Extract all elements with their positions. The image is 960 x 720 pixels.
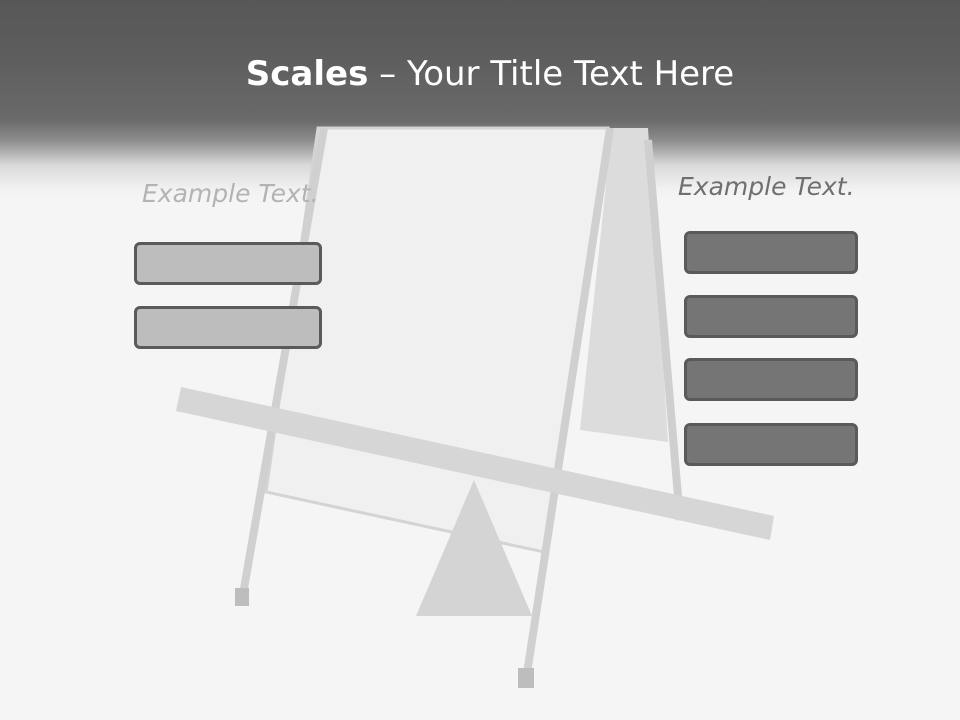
right-text-box-2[interactable] bbox=[684, 295, 858, 338]
easel-right-leg bbox=[522, 127, 614, 681]
left-example-text: Example Text. bbox=[142, 179, 319, 208]
slide-title: Scales – Your Title Text Here bbox=[0, 50, 960, 98]
left-text-box-1[interactable] bbox=[134, 242, 322, 285]
right-text-box-4[interactable] bbox=[684, 423, 858, 466]
slide-title-bold: Scales bbox=[245, 54, 369, 94]
easel-back-leg bbox=[644, 139, 684, 521]
right-example-text: Example Text. bbox=[678, 172, 855, 201]
slide-title-rest: – Your Title Text Here bbox=[368, 54, 735, 94]
left-text-box-2[interactable] bbox=[134, 306, 322, 349]
right-text-box-3[interactable] bbox=[684, 358, 858, 401]
right-text-box-1[interactable] bbox=[684, 231, 858, 274]
easel-back-panel bbox=[580, 128, 668, 442]
easel-left-foot bbox=[235, 588, 249, 606]
scale-fulcrum bbox=[416, 480, 532, 616]
easel-right-foot bbox=[518, 668, 534, 688]
easel-left-leg bbox=[238, 127, 328, 601]
scale-beam bbox=[176, 387, 774, 540]
